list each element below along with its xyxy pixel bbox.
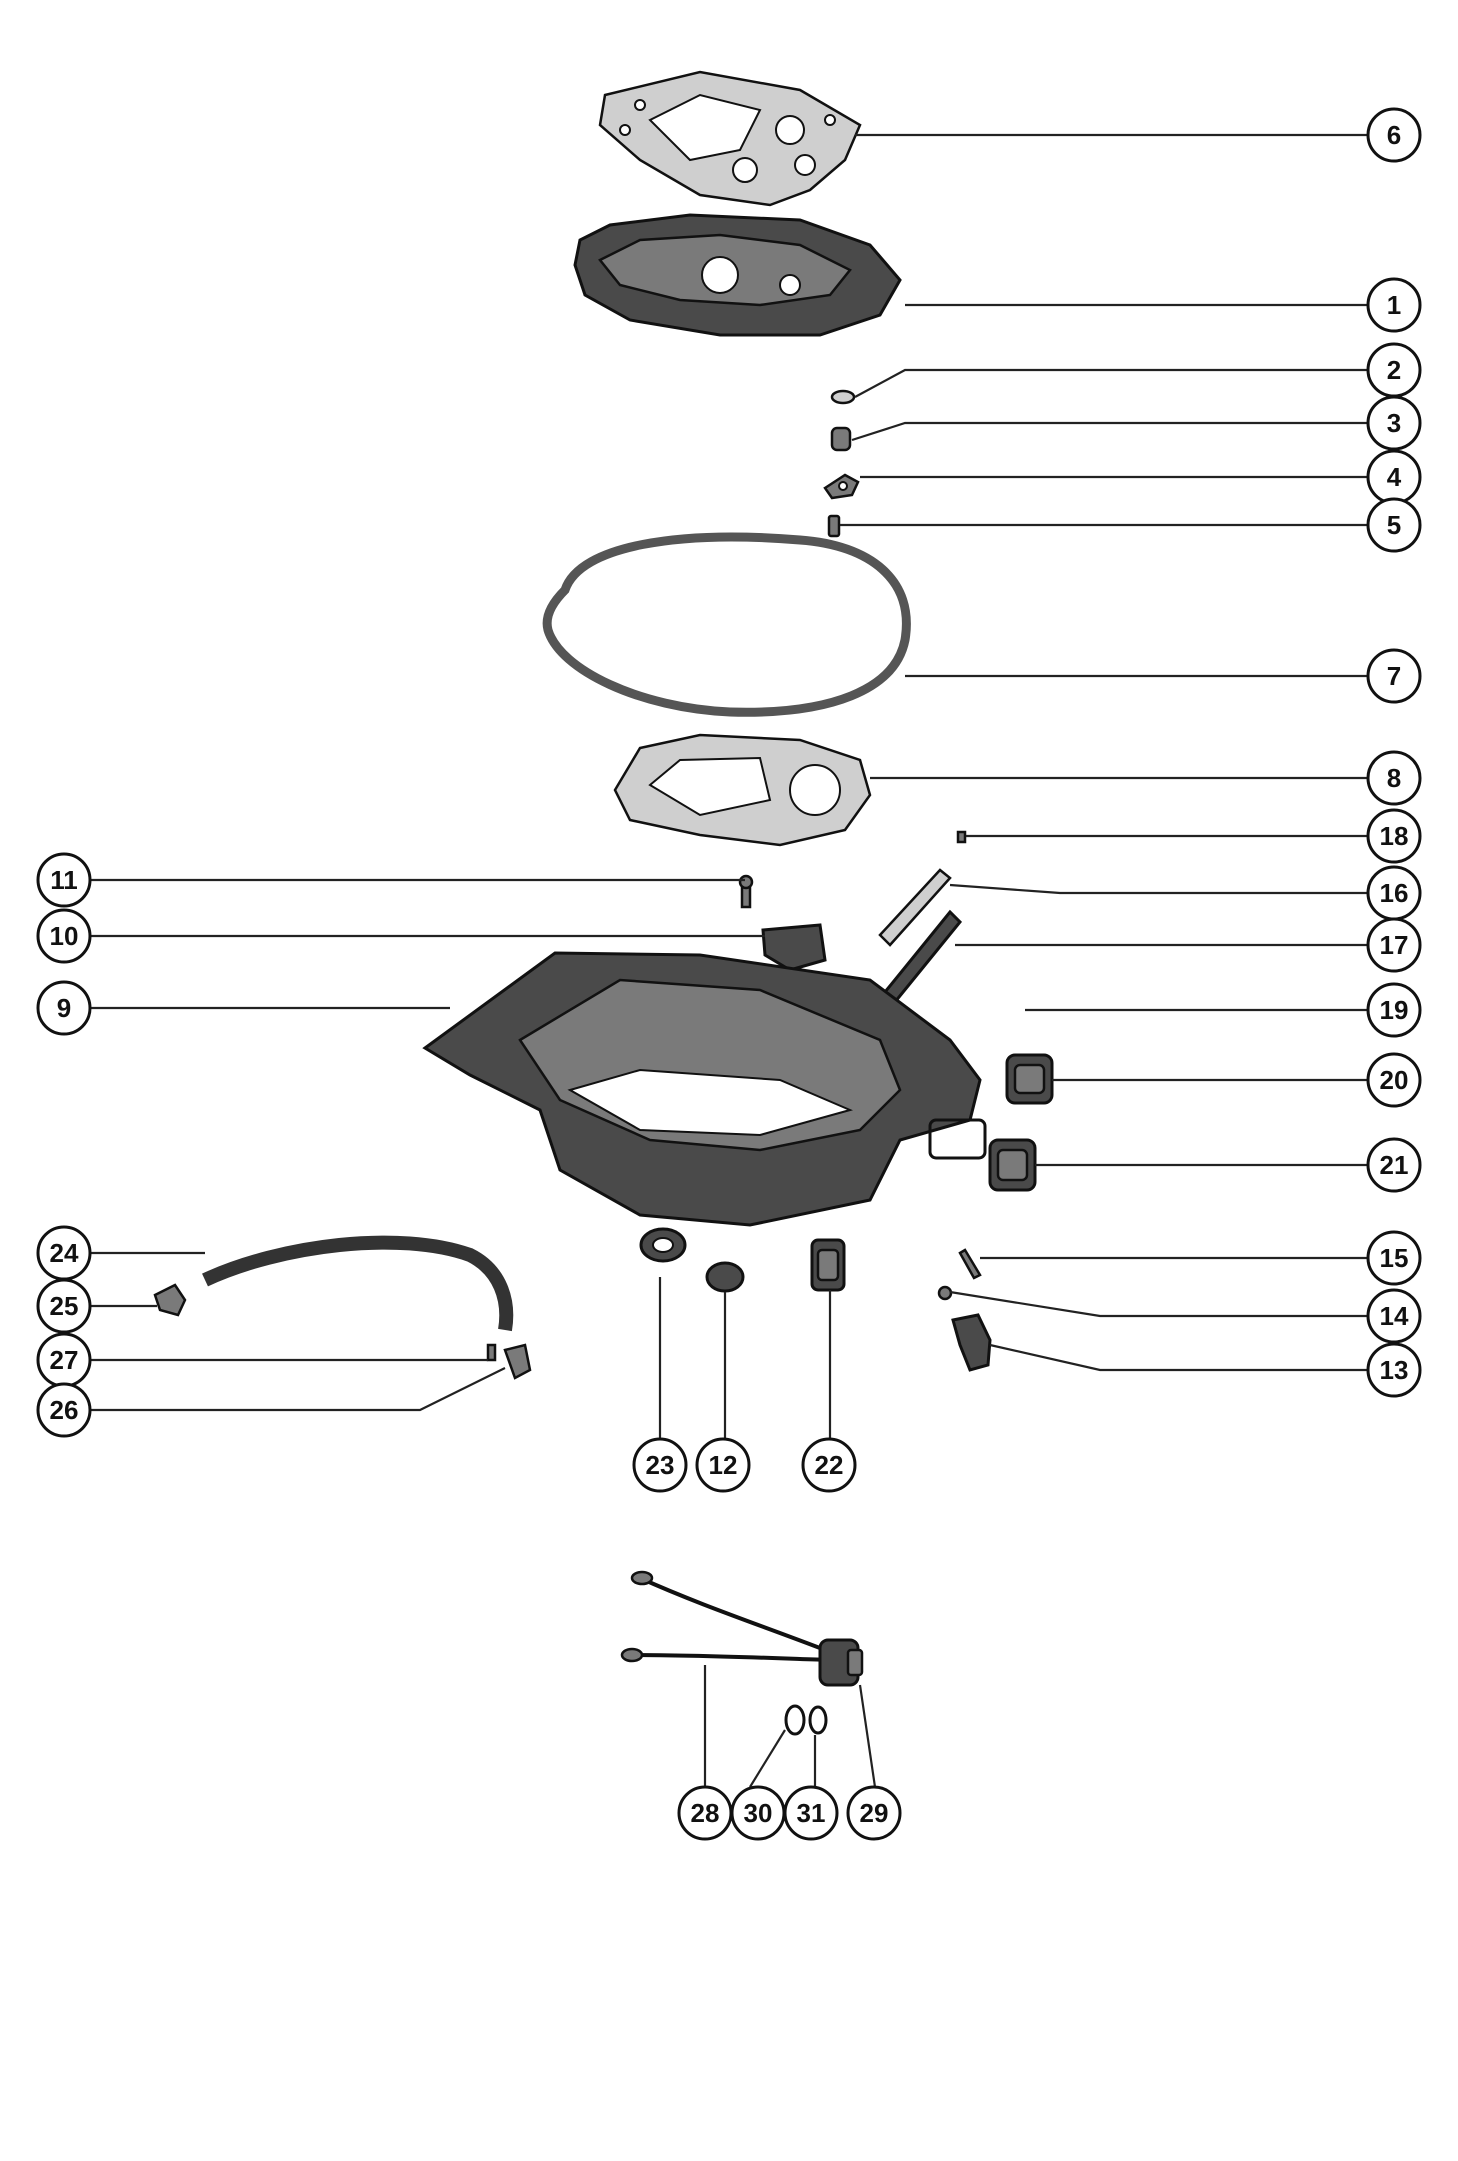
callout-14: 14: [1366, 1288, 1422, 1344]
callout-label: 27: [50, 1345, 79, 1375]
hose-part-24: [202, 1235, 514, 1332]
callout-label: 31: [797, 1798, 826, 1828]
callout-1: 1: [1366, 277, 1422, 333]
bracket-part-13: [951, 1313, 992, 1372]
callout-label: 3: [1387, 408, 1401, 438]
callout-16: 16: [1366, 865, 1422, 921]
grommet-part-20: [1005, 1053, 1054, 1105]
callout-13: 13: [1366, 1342, 1422, 1398]
callout-label: 6: [1387, 120, 1401, 150]
small-part-5: [827, 514, 841, 538]
ring-part-30: [784, 1704, 806, 1736]
callout-23: 23: [632, 1437, 688, 1493]
callout-label: 5: [1387, 510, 1401, 540]
callout-12: 12: [695, 1437, 751, 1493]
main-pan-part-9: [422, 951, 987, 1227]
small-part-4: [823, 473, 860, 500]
small-part-2: [830, 389, 856, 405]
small-part-18: [956, 830, 967, 844]
callout-label: 21: [1380, 1150, 1409, 1180]
callouts: 6 1 2 3 4 5 7 8 18 11 16 10 17 9 19 20 2…: [36, 107, 1422, 1841]
callout-label: 19: [1380, 995, 1409, 1025]
callout-26: 26: [36, 1382, 92, 1438]
strip-part-16: [878, 868, 952, 947]
callout-label: 7: [1387, 661, 1401, 691]
plug-part-12: [705, 1261, 745, 1293]
callout-label: 29: [860, 1798, 889, 1828]
callout-label: 14: [1380, 1301, 1409, 1331]
callout-2: 2: [1366, 342, 1422, 398]
callout-label: 1: [1387, 290, 1401, 320]
callout-20: 20: [1366, 1052, 1422, 1108]
callout-label: 9: [57, 993, 71, 1023]
callout-18: 18: [1366, 808, 1422, 864]
callout-15: 15: [1366, 1230, 1422, 1286]
wire-harness-part-28: [620, 1570, 831, 1663]
callout-label: 13: [1380, 1355, 1409, 1385]
callout-28: 28: [677, 1785, 733, 1841]
lower-gasket-part-8: [613, 733, 872, 847]
callout-27: 27: [36, 1332, 92, 1388]
callout-label: 24: [50, 1238, 79, 1268]
callout-6: 6: [1366, 107, 1422, 163]
callout-label: 20: [1380, 1065, 1409, 1095]
callout-label: 4: [1387, 462, 1402, 492]
callout-label: 12: [709, 1450, 738, 1480]
callout-label: 15: [1380, 1243, 1409, 1273]
callout-label: 8: [1387, 763, 1401, 793]
callout-label: 17: [1380, 930, 1409, 960]
cover-housing-part-1: [573, 213, 902, 337]
callout-17: 17: [1366, 917, 1422, 973]
callout-10: 10: [36, 908, 92, 964]
leader-lines: [90, 133, 1368, 1788]
callout-label: 22: [815, 1450, 844, 1480]
grommet-part-21: [988, 1138, 1037, 1192]
small-part-3: [830, 426, 852, 452]
screw-part-27: [486, 1343, 497, 1362]
screw-part-15: [958, 1248, 982, 1280]
callout-5: 5: [1366, 497, 1422, 553]
callout-22: 22: [801, 1437, 857, 1493]
callout-24: 24: [36, 1225, 92, 1281]
callout-4: 4: [1366, 449, 1422, 505]
ring-part-31: [808, 1705, 828, 1735]
seal-ring-part-7: [542, 532, 911, 717]
callout-label: 25: [50, 1291, 79, 1321]
callout-label: 23: [646, 1450, 675, 1480]
callout-label: 26: [50, 1395, 79, 1425]
callout-29: 29: [846, 1785, 902, 1841]
grommet-part-22: [810, 1238, 846, 1292]
callout-label: 2: [1387, 355, 1401, 385]
callout-label: 10: [50, 921, 79, 951]
callout-7: 7: [1366, 648, 1422, 704]
callout-21: 21: [1366, 1137, 1422, 1193]
callout-11: 11: [36, 852, 92, 908]
callout-19: 19: [1366, 982, 1422, 1038]
fitting-part-25: [153, 1283, 187, 1317]
callout-label: 30: [744, 1798, 773, 1828]
top-gasket-part-6: [598, 70, 862, 207]
connector-part-29: [818, 1638, 864, 1687]
clip-part-14: [937, 1285, 953, 1301]
callout-31: 31: [783, 1785, 839, 1841]
callout-label: 16: [1380, 878, 1409, 908]
callout-25: 25: [36, 1278, 92, 1334]
grommet-part-23: [639, 1227, 687, 1263]
callout-label: 11: [50, 865, 78, 895]
callout-label: 18: [1380, 821, 1409, 851]
callout-8: 8: [1366, 750, 1422, 806]
callout-label: 28: [691, 1798, 720, 1828]
callout-9: 9: [36, 980, 92, 1036]
callout-30: 30: [730, 1785, 786, 1841]
clip-part-26: [503, 1343, 532, 1380]
bracket-part-10: [761, 923, 827, 972]
callout-3: 3: [1366, 395, 1422, 451]
